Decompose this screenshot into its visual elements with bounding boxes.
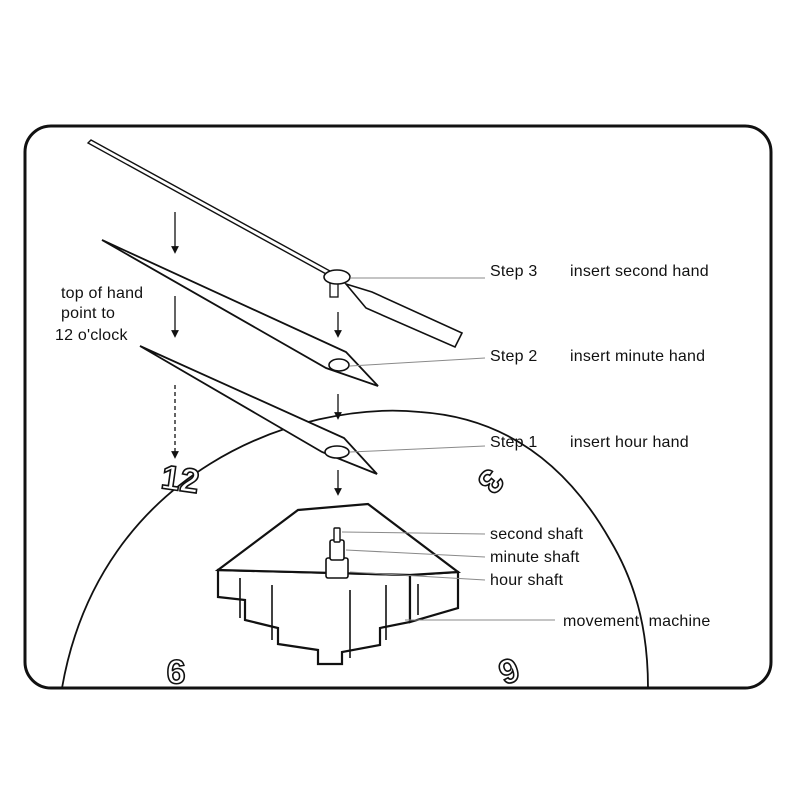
numeral-12: 12: [159, 458, 202, 501]
numeral-9: 9: [167, 652, 186, 690]
step-2-action: insert minute hand: [570, 348, 705, 365]
minute-hand: [101, 239, 379, 387]
note-line-3: 12 o'clock: [55, 327, 128, 344]
numeral-3: 3: [470, 462, 511, 501]
step-2-number: Step 2: [490, 348, 537, 365]
movement-machine: [214, 502, 462, 666]
second-hand: [86, 139, 464, 349]
note-line-2: point to: [61, 305, 115, 322]
hour-shaft-part: [325, 557, 349, 579]
movement-machine-label: movement machine: [563, 613, 710, 630]
minute-shaft-part: [329, 539, 345, 561]
second-shaft-part: [333, 527, 341, 543]
part-labels: second shaft minute shaft hour shaft mov…: [490, 526, 710, 630]
minute-shaft-label: minute shaft: [490, 549, 580, 566]
assembly-arrows: [171, 212, 342, 496]
step-1-action: insert hour hand: [570, 434, 689, 451]
hour-hand: [139, 345, 378, 475]
orientation-note: top of hand point to 12 o'clock: [55, 285, 143, 344]
step-3-action: insert second hand: [570, 263, 709, 280]
numeral-6: 6: [493, 649, 524, 691]
diagram-frame: [23, 124, 773, 690]
second-shaft-label: second shaft: [490, 526, 583, 543]
step-labels: Step 3 insert second hand Step 2 insert …: [490, 263, 709, 451]
clock-face-arc: [61, 409, 649, 689]
step-3-number: Step 3: [490, 263, 537, 280]
leader-lines: [341, 277, 555, 621]
note-line-1: top of hand: [61, 285, 143, 302]
step-1-number: Step 1: [490, 434, 537, 451]
hour-shaft-label: hour shaft: [490, 572, 564, 589]
